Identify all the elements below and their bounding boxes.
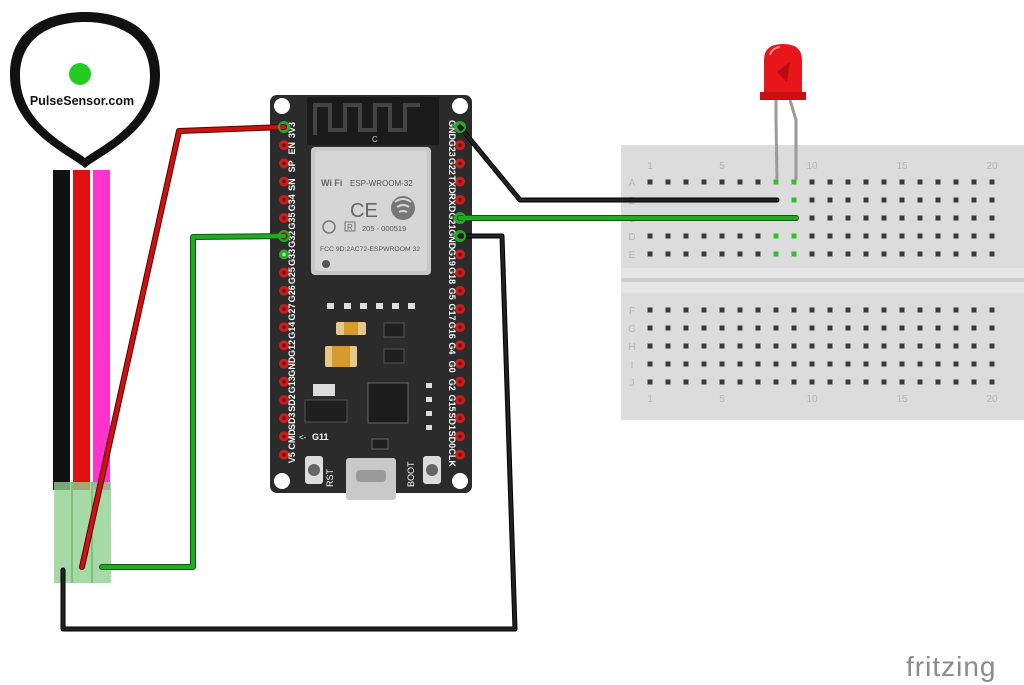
pin-label-g33: G33 — [287, 249, 297, 266]
column-number: 15 — [896, 394, 908, 405]
rst-label: RST — [325, 468, 335, 487]
pin-label-g17: G17 — [447, 303, 457, 320]
board-silk-c: C — [372, 135, 378, 144]
row-label: F — [629, 306, 635, 317]
pin-label-sp: SP — [287, 160, 297, 172]
pin-label-g34: G34 — [287, 194, 297, 211]
red-led — [760, 44, 806, 181]
row-label: J — [630, 378, 635, 389]
fritzing-watermark: fritzing — [906, 651, 996, 682]
pin-label-g0: G0 — [447, 361, 457, 373]
column-number: 10 — [806, 394, 818, 405]
pin-label-cmd: CMD — [287, 429, 297, 450]
pin-label-g14: G14 — [287, 322, 297, 339]
column-number: 5 — [719, 161, 725, 172]
smd-resistors — [327, 303, 432, 430]
pin-label-gnd: GND — [447, 120, 457, 141]
pin-label-g18: G18 — [447, 267, 457, 284]
pulse-sensor-label: PulseSensor.com — [30, 94, 134, 108]
pin-label-gnd: GND — [447, 229, 457, 250]
pin-label-g13: G13 — [287, 376, 297, 393]
boot-label: BOOT — [406, 461, 416, 487]
column-number: 5 — [719, 394, 725, 405]
column-number: 1 — [647, 394, 653, 405]
pin-label-g19: G19 — [447, 249, 457, 266]
wire-endpoints — [278, 121, 466, 242]
column-number: 15 — [896, 161, 908, 172]
pin-label-g23: G23 — [447, 140, 457, 157]
pin-label-g27: G27 — [287, 303, 297, 320]
row-label: I — [631, 360, 634, 371]
pin-label-sd3: SD3 — [287, 412, 297, 430]
wifi-logo: Wi Fi — [321, 178, 342, 188]
pin-label-g12: G12 — [287, 340, 297, 357]
ce-mark: CE — [350, 200, 378, 222]
fcc-id: FCC 9D:2AC72-ESPWROOM 32 — [320, 246, 420, 253]
column-number: 20 — [986, 394, 998, 405]
row-label: G — [628, 324, 636, 335]
pin-label-g35: G35 — [287, 212, 297, 229]
pin-label-gnd: GND — [287, 356, 297, 377]
row-label: H — [628, 342, 635, 353]
pin-label-g2: G2 — [447, 379, 457, 391]
module-title: ESP-WROOM-32 — [350, 179, 413, 188]
column-number: 10 — [806, 161, 818, 172]
pulse-sensor-led-dot — [69, 63, 91, 85]
wire-red-vcc — [79, 124, 287, 570]
g11-label: G11 — [312, 432, 329, 442]
row-label: D — [628, 232, 635, 243]
pin-label-rxd: RXD — [447, 193, 457, 213]
pin-label-en: EN — [287, 142, 297, 155]
row-label: E — [629, 250, 636, 261]
pin-label-sd0: SD0 — [447, 431, 457, 449]
pin-label-g5: G5 — [447, 288, 457, 300]
pin-label-3v3: 3V3 — [287, 122, 297, 138]
r-mark: R — [347, 223, 353, 232]
pin-label-g32: G32 — [287, 231, 297, 248]
pin-label-v5: V5 — [287, 452, 297, 463]
wifi-alliance-icon — [391, 196, 415, 220]
pin-label-g4: G4 — [447, 342, 457, 354]
column-number: 1 — [647, 161, 653, 172]
esp32-board: C Wi Fi ESP-WROOM-32 CE R 205 - 000519 F… — [270, 95, 472, 500]
pin-label-g21: G21 — [447, 212, 457, 229]
pin-label-g22: G22 — [447, 158, 457, 175]
pin-label-txd: TXD — [447, 176, 457, 195]
pin-label-sn: SN — [287, 178, 297, 191]
column-number: 20 — [986, 161, 998, 172]
svg-text:<-: <- — [299, 433, 307, 442]
row-label: A — [629, 178, 636, 189]
pin-label-g25: G25 — [287, 267, 297, 284]
wires — [60, 124, 799, 632]
pin-label-sd2: SD2 — [287, 394, 297, 412]
pulse-sensor: PulseSensor.com — [10, 12, 160, 583]
pin-label-g16: G16 — [447, 322, 457, 339]
pin-label-clk: CLK — [447, 448, 457, 467]
cert-code: 205 - 000519 — [362, 224, 406, 233]
pin-label-g26: G26 — [287, 285, 297, 302]
pin-label-g15: G15 — [447, 394, 457, 411]
pin-label-sd1: SD1 — [447, 412, 457, 430]
